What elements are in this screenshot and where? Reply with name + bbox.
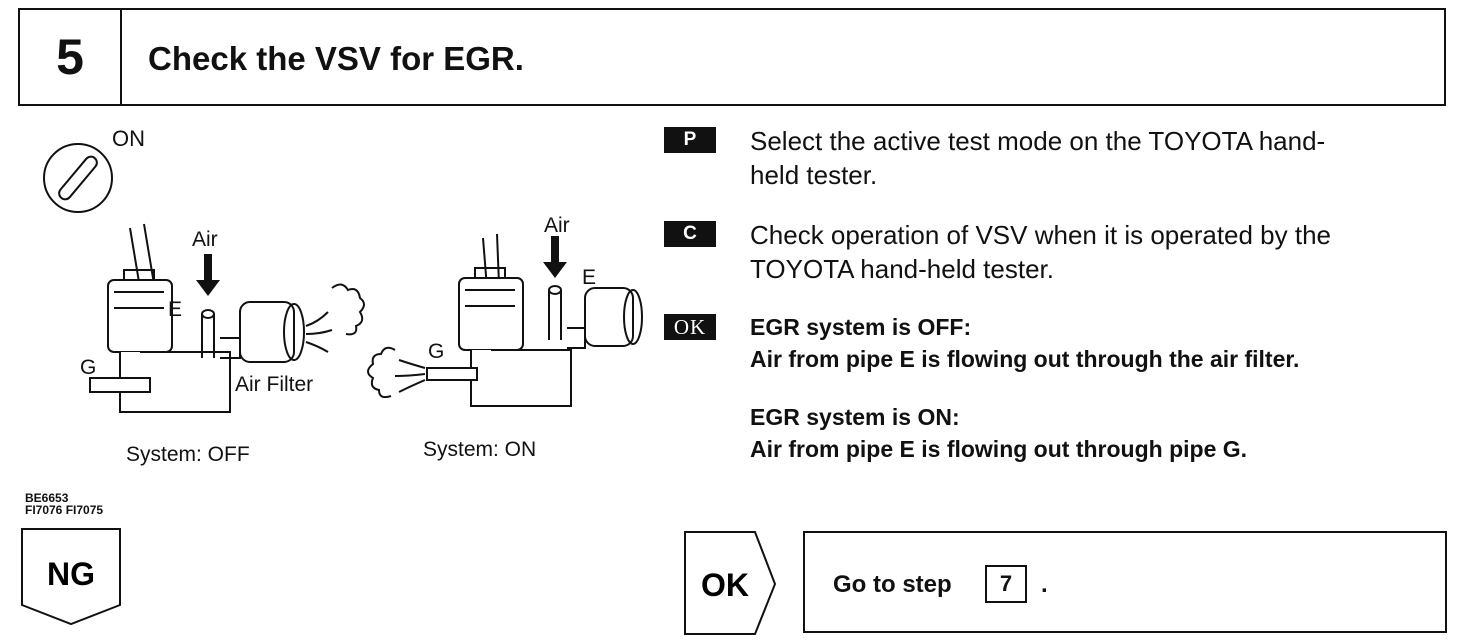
prepare-badge: P xyxy=(664,127,716,153)
step-title: Check the VSV for EGR. xyxy=(148,40,524,77)
figure-code: FI7076 FI7075 xyxy=(25,503,104,517)
figure-code: BE6653 xyxy=(25,491,69,505)
goto-step-box: Go to step 7 . xyxy=(803,531,1447,633)
ignition-on-label: ON xyxy=(112,126,145,151)
goto-suffix: . xyxy=(1041,571,1048,598)
ok-outcome-label: OK xyxy=(701,567,749,603)
left-air-label: Air xyxy=(192,228,218,251)
step-instruction: Check operation of VSV when it is operat… xyxy=(750,218,1450,286)
right-pipe-g-label: G xyxy=(428,340,445,363)
right-system-caption: System: ON xyxy=(423,438,537,461)
ng-label: NG xyxy=(47,556,95,592)
left-pipe-e-label: E xyxy=(168,298,183,321)
air-filter-label: Air Filter xyxy=(235,373,314,396)
left-pipe-g-label: G xyxy=(80,356,97,379)
goto-step-link[interactable]: 7 xyxy=(985,565,1027,603)
figure-codes: BE6653 FI7076 FI7075 xyxy=(25,492,103,516)
goto-text: Go to step xyxy=(833,571,952,598)
ok-outcome: OK xyxy=(684,531,777,635)
ok-on-text: Air from pipe E is flowing out through p… xyxy=(750,436,1248,462)
step-header: 5 Check the VSV for EGR. xyxy=(18,8,1446,106)
step-instruction: Select the active test mode on the TOYOT… xyxy=(750,124,1450,192)
ok-off-title: EGR system is OFF: xyxy=(750,314,972,340)
instruction-line: Check operation of VSV when it is operat… xyxy=(750,220,1332,250)
check-badge: C xyxy=(664,221,716,247)
ng-outcome: NG xyxy=(21,528,121,626)
step-number: 5 xyxy=(20,10,122,104)
ok-badge: OK xyxy=(664,314,716,340)
instruction-line: TOYOTA hand-held tester. xyxy=(750,254,1054,284)
right-air-label: Air xyxy=(544,214,570,237)
ok-on-title: EGR system is ON: xyxy=(750,404,960,430)
left-system-caption: System: OFF xyxy=(126,443,250,466)
right-pipe-e-label: E xyxy=(582,266,597,289)
ok-off-text: Air from pipe E is flowing out through t… xyxy=(750,346,1300,372)
instruction-line: Select the active test mode on the TOYOT… xyxy=(750,126,1326,156)
ok-criteria: EGR system is OFF: Air from pipe E is fl… xyxy=(750,311,1450,465)
ignition-switch-icon xyxy=(43,143,113,213)
vsv-on-drawing xyxy=(367,233,643,407)
vsv-illustration: ON Air E G Air Filter System: OFF xyxy=(20,118,643,478)
instruction-line: held tester. xyxy=(750,160,878,190)
vsv-off-drawing xyxy=(89,223,365,413)
